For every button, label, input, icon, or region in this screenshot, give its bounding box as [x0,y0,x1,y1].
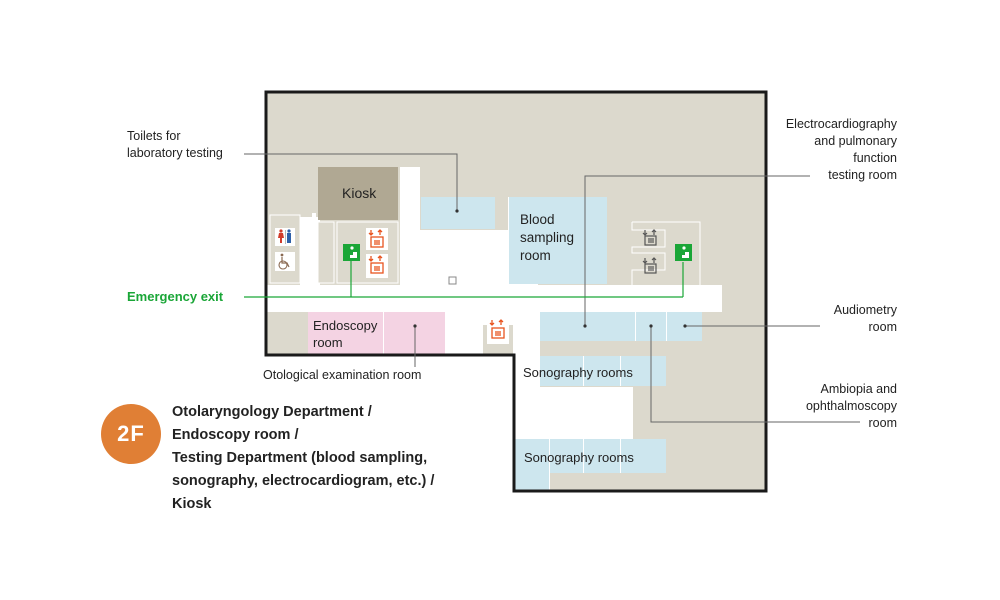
ecg-room [540,312,635,341]
emergency-exit-lines [244,261,684,298]
ecg-callout: Electrocardiography and pulmonary functi… [786,116,897,184]
ecg-callout-line: Electrocardiography [785,117,897,131]
toilets-callout-line: laboratory testing [127,146,223,160]
toilets-callout: Toilets for laboratory testing [127,128,223,162]
blood-sampling-label-line: room [520,248,551,263]
blood-sampling-label-line: sampling [520,230,575,245]
floor-description: Otolaryngology Department / Endoscopy ro… [172,401,434,516]
floor-description-line: Endoscopy room / [172,427,299,443]
ecg-callout-line: function [853,151,897,165]
ambiopia-callout-line: ophthalmoscopy [805,399,897,413]
lab-toilets-room [421,197,495,229]
kiosk-room [318,167,398,220]
leader-lines [244,153,860,423]
audiometry-callout-line: Audiometry [833,303,897,317]
blood-sampling-label: Blood sampling room [520,211,574,265]
endoscopy-label-line: room [313,335,343,350]
toilets-callout-line: Toilets for [127,129,181,143]
sonography-upper-label: Sonography rooms [523,365,633,380]
endoscopy-room [308,312,383,355]
sonography-rooms-upper [540,356,666,386]
elevator-icon [366,228,388,250]
floor-badge: 2F [101,404,161,464]
floor-description-line: sonography, electrocardiogram, etc.) / [172,473,435,489]
wheelchair-icon [275,252,295,271]
elevator-icon [642,257,657,274]
kiosk-label: Kiosk [342,185,377,201]
endoscopy-label-line: Endoscopy [313,318,378,333]
endoscopy-label: Endoscopy room [313,317,377,351]
restroom-icon [275,228,295,246]
otological-callout: Otological examination room [263,368,422,382]
ecg-callout-line: and pulmonary [814,134,897,148]
ambiopia-callout: Ambiopia and ophthalmoscopy room [806,381,897,432]
leader-dots [413,209,687,328]
elevator-icon [487,318,509,344]
floor-description-line: Otolaryngology Department / [172,404,372,420]
sonography-rooms-lower [515,439,666,473]
floor-description-line: Testing Department (blood sampling, [172,450,428,466]
toilet-block [269,214,301,284]
sonography-lower-label: Sonography rooms [524,450,634,465]
audiometry-callout-line: room [868,320,897,334]
emergency-exit-icon [343,244,360,261]
floor-description-line: Kiosk [172,496,212,512]
emergency-exit-icon [675,244,692,261]
blood-sampling-label-line: Blood [520,212,555,227]
ambiopia-callout-line: Ambiopia and [820,382,897,396]
outer-wall [264,90,768,493]
elevator-icon [366,254,388,278]
elevator-icon [642,229,657,246]
blood-sampling-room [509,197,607,284]
information-marker [448,276,457,285]
ecg-callout-line: testing room [828,168,897,182]
emergency-exit-callout: Emergency exit [127,289,224,304]
ambiopia-callout-line: room [868,416,897,430]
audiometry-callout: Audiometry room [834,302,897,336]
